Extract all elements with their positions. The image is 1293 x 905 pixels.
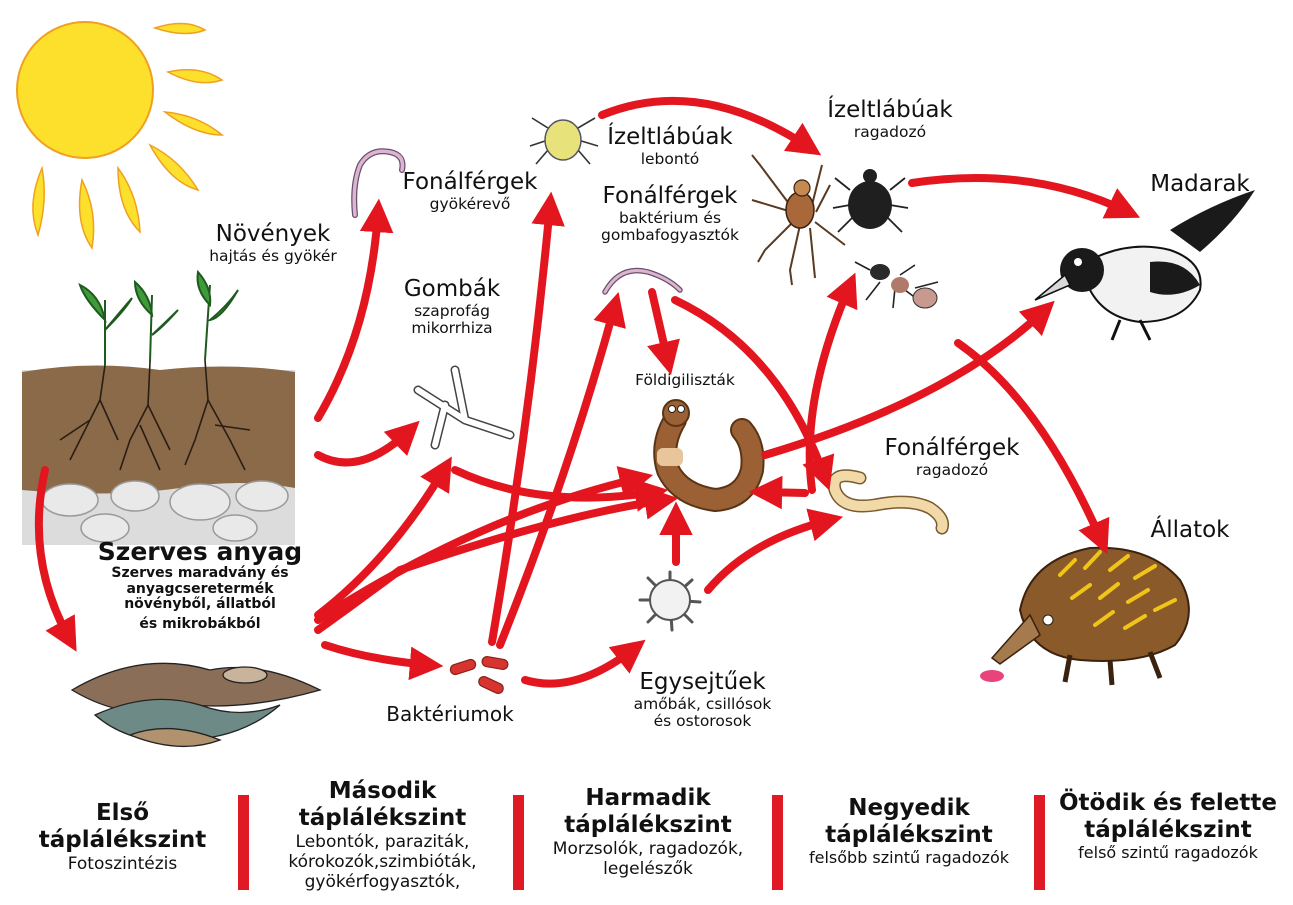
level-divider-3 [772,795,783,890]
bf-nematodes-title: Fonálférgek [580,184,760,210]
earthworms-title: Földigiliszták [610,372,760,389]
root-nematodes-title: Fonálférgek [385,170,555,196]
level-3-title1: Harmadik [528,785,768,812]
level-2-desc2: kórokozók,szimbióták, [255,852,510,872]
arthropods-decomposer-sub: lebontó [590,151,750,168]
root-nematodes-label: Fonálférgek gyökérevő [385,170,555,213]
sun-icon [17,22,222,248]
level-5-desc1: felső szintű ragadozók [1048,844,1288,863]
protozoa-title: Egysejtűek [610,670,795,696]
level-5-title1: Ötödik és felette [1048,790,1288,817]
protozoa-sub2: és ostorosok [610,713,795,730]
fungi-title: Gombák [392,277,512,303]
level-divider-2 [513,795,524,890]
predatory-nematodes-title: Fonálférgek [862,436,1042,462]
bf-nematodes-label: Fonálférgek baktérium és gombafogyasztók [580,184,760,244]
ant-icon [855,262,938,308]
level-3-desc2: legelészők [528,859,768,879]
level-2-title1: Második [255,778,510,805]
level-2-title2: táplálékszint [255,805,510,832]
bf-nematodes-sub2: gombafogyasztók [580,227,760,244]
plants-label: Növények hajtás és gyökér [188,222,358,265]
organic-title: Szerves anyag [85,538,315,566]
plants-title: Növények [188,222,358,248]
level-divider-4 [1034,795,1045,890]
trophic-level-2: Második táplálékszint Lebontók, parazitá… [255,778,510,892]
root-nematodes-sub: gyökérevő [385,196,555,213]
birds-label: Madarak [1130,172,1270,198]
level-2-desc1: Lebontók, paraziták, [255,832,510,852]
bacteria-title: Baktériumok [360,703,540,725]
bacteria-label: Baktériumok [360,703,540,725]
level-5-title2: táplálékszint [1048,817,1288,844]
earthworms-label: Földigiliszták [610,372,760,389]
arthropods-predator-title: Ízeltlábúak [800,98,980,124]
level-3-desc1: Morzsolók, ragadozók, [528,839,768,859]
arthropods-decomposer-label: Ízeltlábúak lebontó [590,125,750,168]
magpie-icon [1035,190,1255,340]
level-4-desc1: felsőbb szintű ragadozók [786,849,1032,868]
organic-litter-icon [72,663,320,746]
echidna-icon [980,548,1189,685]
organic-line3: növényből, állatból [85,597,315,613]
arthropods-predator-label: Ízeltlábúak ragadozó [800,98,980,141]
level-divider-1 [238,795,249,890]
animals-label: Állatok [1135,518,1245,544]
level-3-title2: táplálékszint [528,812,768,839]
plants-sub: hajtás és gyökér [188,248,358,265]
protozoa-icon [640,572,700,630]
organic-line2: anyagcseretermék [85,582,315,598]
level-4-title2: táplálékszint [786,822,1032,849]
soil-block [22,360,295,545]
protozoa-label: Egysejtűek amőbák, csillósok és ostoroso… [610,670,795,730]
mite-icon [530,118,598,164]
trophic-level-3: Harmadik táplálékszint Morzsolók, ragado… [528,785,768,879]
trophic-level-1: Első táplálékszint Fotoszintézis [10,800,235,874]
bf-nematodes-sub1: baktérium és [580,210,760,227]
predatory-nematodes-sub: ragadozó [862,462,1042,479]
level-1-desc1: Fotoszintézis [10,854,235,874]
level-4-title1: Negyedik [786,795,1032,822]
fungi-sub2: mikorrhiza [392,320,512,337]
protozoa-sub1: amőbák, csillósok [610,696,795,713]
arthropods-decomposer-title: Ízeltlábúak [590,125,750,151]
level-2-desc3: gyökérfogyasztók, [255,872,510,892]
earthworm-icon [657,400,753,500]
trophic-level-5: Ötödik és felette táplálékszint felső sz… [1048,790,1288,863]
fungi-label: Gombák szaprofág mikorrhiza [392,277,512,337]
level-1-title1: Első [10,800,235,827]
organic-matter-label: Szerves anyag Szerves maradvány és anyag… [85,538,315,633]
predatory-nematodes-label: Fonálférgek ragadozó [862,436,1042,479]
predatory-mite-icon [833,169,908,232]
trophic-level-4: Negyedik táplálékszint felsőbb szintű ra… [786,795,1032,868]
level-1-title2: táplálékszint [10,827,235,854]
arthropods-predator-sub: ragadozó [800,124,980,141]
organic-line1: Szerves maradvány és [85,566,315,582]
organic-line4: és mikrobákból [85,617,315,633]
birds-title: Madarak [1130,172,1270,198]
plant-sprouts-icon [80,272,238,365]
bacteria-icon [449,656,509,695]
fungi-sub1: szaprofág [392,303,512,320]
animals-title: Állatok [1135,518,1245,544]
